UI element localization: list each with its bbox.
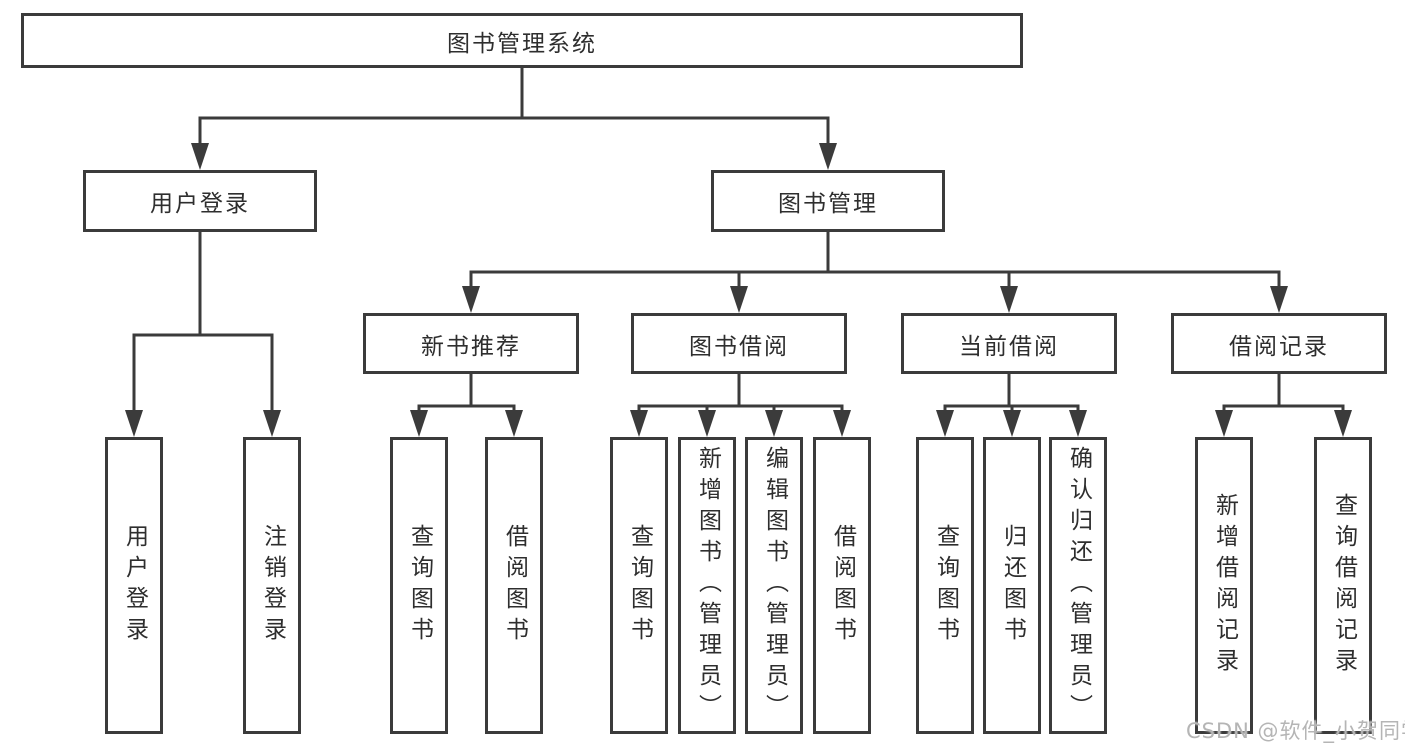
leaf-query-book: 查询图书 xyxy=(610,437,668,734)
leaf-query-book: 查询图书 xyxy=(390,437,448,734)
leaf-borrow-book: 借阅图书 xyxy=(485,437,543,734)
node-user-login-label: 用户登录 xyxy=(150,191,250,217)
leaf-query-book-label: 查询图书 xyxy=(932,523,959,648)
leaf-confirm-return-admin-label: 确认归还（管理员） xyxy=(1065,446,1092,725)
leaf-add-book-admin: 新增图书（管理员） xyxy=(678,437,736,734)
connector-bookborrow-to-leaves xyxy=(637,372,844,413)
leaf-return-book: 归还图书 xyxy=(983,437,1041,734)
leaf-edit-book-admin-label: 编辑图书（管理员） xyxy=(761,446,788,725)
connector-bookmgmt-to-level3 xyxy=(469,230,1281,288)
leaf-logout: 注销登录 xyxy=(243,437,301,734)
leaf-query-borrow-record: 查询借阅记录 xyxy=(1314,437,1372,734)
node-book-management-label: 图书管理 xyxy=(778,191,878,217)
leaf-user-login: 用户登录 xyxy=(105,437,163,734)
connector-borrowrecord-to-leaves xyxy=(1222,372,1345,413)
leaf-borrow-book: 借阅图书 xyxy=(813,437,871,734)
leaf-borrow-book-label: 借阅图书 xyxy=(501,523,528,648)
leaf-edit-book-admin: 编辑图书（管理员） xyxy=(745,437,803,734)
leaf-add-borrow-record: 新增借阅记录 xyxy=(1195,437,1253,734)
connector-root-to-level2 xyxy=(198,68,830,145)
node-current-borrowing-label: 当前借阅 xyxy=(959,333,1059,360)
node-root-label: 图书管理系统 xyxy=(447,30,597,57)
connector-userlogin-to-leaves xyxy=(132,230,274,412)
connector-currentborrow-to-leaves xyxy=(943,372,1080,413)
node-book-management: 图书管理 xyxy=(711,170,945,232)
leaf-add-borrow-record-label: 新增借阅记录 xyxy=(1211,492,1238,679)
watermark: CSDN @软件_小贺同学 xyxy=(1186,719,1405,743)
leaf-query-book-label: 查询图书 xyxy=(406,523,433,648)
leaf-user-login-label: 用户登录 xyxy=(121,523,148,648)
connector-newbook-to-leaves xyxy=(417,372,516,413)
leaf-borrow-book-label: 借阅图书 xyxy=(829,523,856,648)
leaf-query-book: 查询图书 xyxy=(916,437,974,734)
node-book-borrowing: 图书借阅 xyxy=(631,313,847,374)
node-book-borrowing-label: 图书借阅 xyxy=(689,333,789,360)
leaf-query-borrow-record-label: 查询借阅记录 xyxy=(1330,492,1357,679)
node-new-book-recommendation: 新书推荐 xyxy=(363,313,579,374)
leaf-return-book-label: 归还图书 xyxy=(999,523,1026,648)
node-root: 图书管理系统 xyxy=(21,13,1023,68)
node-borrowing-records: 借阅记录 xyxy=(1171,313,1387,374)
leaf-add-book-admin-label: 新增图书（管理员） xyxy=(694,446,721,725)
node-borrowing-records-label: 借阅记录 xyxy=(1229,333,1329,360)
leaf-query-book-label: 查询图书 xyxy=(626,523,653,648)
node-user-login: 用户登录 xyxy=(83,170,317,232)
leaf-confirm-return-admin: 确认归还（管理员） xyxy=(1049,437,1107,734)
node-new-book-recommendation-label: 新书推荐 xyxy=(421,333,521,360)
node-current-borrowing: 当前借阅 xyxy=(901,313,1117,374)
leaf-logout-label: 注销登录 xyxy=(259,523,286,648)
